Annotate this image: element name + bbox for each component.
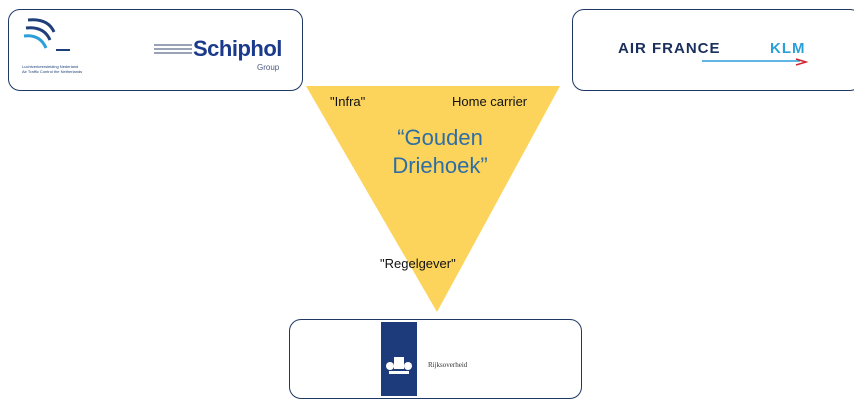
klm-logo-text: KLM — [770, 40, 806, 57]
rijksoverheid-logo-text: Rijksoverheid — [428, 361, 468, 369]
rijksoverheid-emblem-icon — [386, 357, 412, 374]
schiphol-group-text: Group — [257, 63, 280, 72]
diagram-title-line1: “Gouden — [397, 125, 483, 150]
airfrance-klm-box — [572, 9, 854, 91]
label-infra: "Infra" — [330, 94, 366, 109]
rijksoverheid-box — [289, 319, 582, 399]
diagram-title-line2: Driehoek” — [392, 153, 488, 178]
schiphol-stripes-icon — [154, 44, 192, 54]
schiphol-logo-text: Schiphol — [193, 36, 282, 61]
lvnl-logo-icon — [23, 18, 70, 51]
airfrance-logo-text: AIR FRANCE — [618, 40, 721, 57]
airfrance-swoosh-icon — [702, 58, 809, 66]
diagram-title: “Gouden Driehoek” — [360, 124, 520, 180]
label-home-carrier: Home carrier — [452, 94, 528, 109]
label-regelgever: "Regelgever" — [380, 256, 456, 271]
lvnl-tagline: Luchtverkeersleiding Nederland Air Traff… — [22, 64, 83, 74]
